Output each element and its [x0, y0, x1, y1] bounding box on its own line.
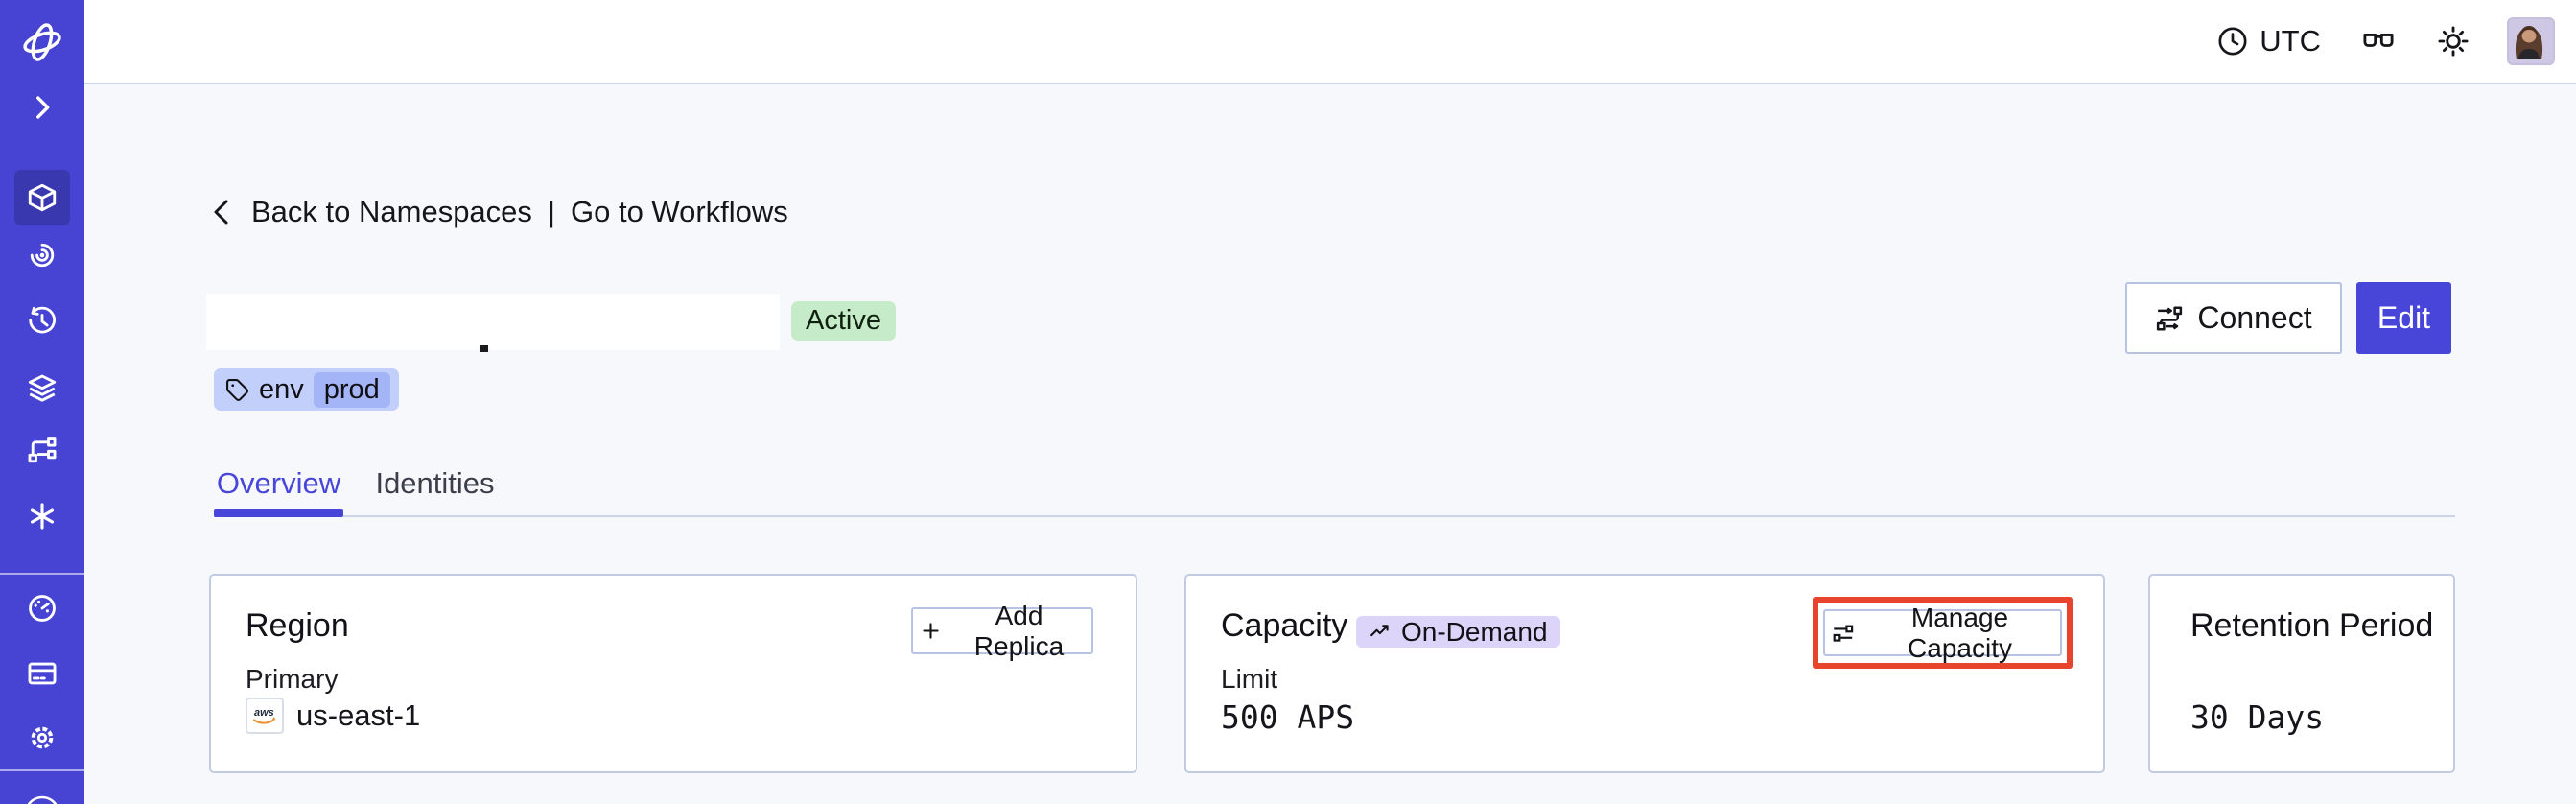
connect-label: Connect: [2197, 300, 2312, 335]
namespace-tag: env prod: [214, 368, 399, 411]
sidebar-nav: [0, 0, 84, 804]
aws-logo-text: aws: [254, 707, 274, 719]
sidebar-divider: [0, 573, 84, 575]
sidebar-item-billing-icon[interactable]: [26, 657, 59, 690]
capacity-card-title: Capacity: [1221, 607, 1348, 644]
sidebar-item-namespaces-icon[interactable]: [26, 181, 59, 214]
tabs-divider-line: [214, 515, 2455, 517]
sidebar-item-workflows-icon[interactable]: [26, 239, 59, 272]
tab-identities[interactable]: Identities: [375, 466, 495, 500]
status-badge: Active: [791, 301, 896, 341]
primary-label: Primary: [246, 664, 339, 694]
redacted-text-remnant: [480, 345, 488, 352]
labs-glasses-icon[interactable]: [2361, 24, 2396, 59]
retention-value: 30 Days: [2190, 698, 2325, 736]
primary-region-row: aws us-east-1: [246, 698, 420, 734]
topbar: UTC: [84, 0, 2576, 84]
theme-toggle-sun-icon[interactable]: [2436, 24, 2471, 59]
tag-icon: [225, 378, 249, 402]
timezone-selector[interactable]: UTC: [2216, 24, 2321, 59]
breadcrumb: Back to Namespaces | Go to Workflows: [209, 195, 788, 229]
tag-value-chip: prod: [313, 371, 390, 408]
sidebar-item-deployments-icon[interactable]: [26, 371, 59, 404]
back-chevron-icon[interactable]: [209, 197, 236, 227]
connect-icon: [2155, 304, 2184, 333]
sidebar-item-schedules-icon[interactable]: [26, 305, 59, 338]
manage-capacity-label: Manage Capacity: [1908, 602, 2012, 663]
namespace-title-redaction: [206, 294, 780, 350]
breadcrumb-workflows-link[interactable]: Go to Workflows: [570, 195, 788, 228]
limit-value: 500 APS: [1221, 698, 1355, 736]
active-tab-underline: [214, 509, 343, 517]
edit-button[interactable]: Edit: [2356, 282, 2451, 354]
tab-overview[interactable]: Overview: [216, 466, 341, 500]
sidebar-expand-icon[interactable]: [26, 91, 59, 124]
primary-region-value: us-east-1: [296, 698, 421, 732]
add-replica-label: Add Replica: [973, 600, 1065, 661]
retention-card-title: Retention Period: [2190, 607, 2434, 644]
timezone-label: UTC: [2260, 24, 2321, 58]
region-card: Region Add Replica Primary aws us-east-1: [209, 574, 1137, 773]
manage-capacity-button[interactable]: Manage Capacity: [1823, 603, 2062, 663]
sidebar-divider-bottom: [0, 769, 84, 771]
user-avatar[interactable]: [2507, 17, 2555, 65]
connect-button[interactable]: Connect: [2125, 282, 2342, 354]
limit-label: Limit: [1221, 664, 1278, 694]
sidebar-item-settings-icon[interactable]: [26, 721, 59, 754]
breadcrumb-back-link[interactable]: Back to Namespaces: [251, 195, 532, 228]
aws-provider-icon: aws: [246, 698, 284, 734]
clock-icon: [2216, 25, 2249, 58]
attention-highlight-box: Manage Capacity: [1813, 597, 2073, 669]
temporal-logo-icon[interactable]: [21, 21, 63, 63]
add-replica-button[interactable]: Add Replica: [911, 601, 1093, 661]
region-card-title: Region: [246, 607, 349, 644]
ondemand-badge: On-Demand: [1356, 616, 1560, 648]
capacity-card: Capacity On-Demand Manage Capacity Limi: [1184, 574, 2105, 773]
breadcrumb-separator: |: [547, 195, 555, 228]
sidebar-item-batch-operations-icon[interactable]: [26, 435, 59, 467]
sliders-icon: [1831, 621, 1856, 646]
trending-up-icon: [1369, 620, 1393, 644]
retention-card: Retention Period 30 Days: [2148, 574, 2455, 773]
sidebar-item-usage-icon[interactable]: [26, 592, 59, 625]
sidebar-item-help-icon[interactable]: [21, 791, 63, 804]
ondemand-label: On-Demand: [1401, 616, 1548, 647]
sidebar-item-nexus-icon[interactable]: [26, 500, 59, 532]
plus-icon: [919, 619, 943, 643]
tag-key: env: [259, 373, 304, 405]
